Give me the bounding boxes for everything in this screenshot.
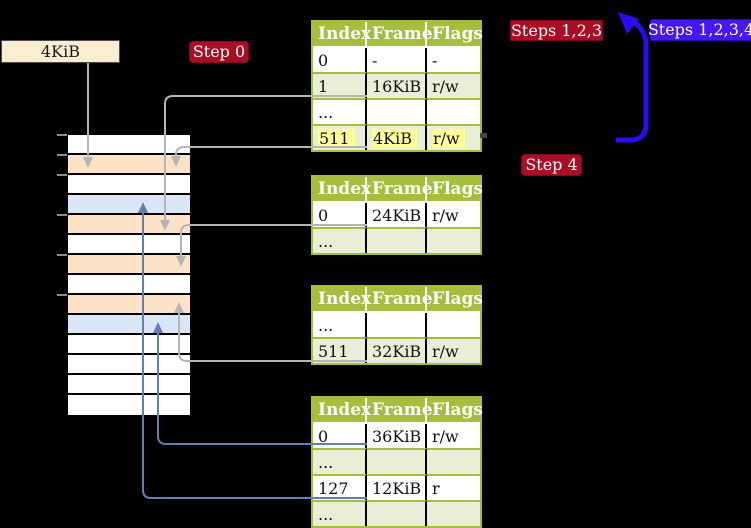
steps-loop-arrow bbox=[616, 20, 649, 143]
table-cell: - bbox=[367, 48, 427, 72]
table-cell: r/w bbox=[427, 72, 480, 98]
table-cell: r/w bbox=[432, 205, 459, 225]
memory-frame-cell-white bbox=[68, 355, 190, 375]
memory-frame-cell-white bbox=[68, 235, 190, 255]
memory-frame-cell-peach bbox=[68, 155, 190, 175]
column-header: Index bbox=[313, 22, 371, 48]
memory-frame-cell-peach bbox=[68, 295, 190, 315]
column-header: Flags bbox=[427, 287, 483, 313]
table-cell: r/w bbox=[427, 124, 480, 150]
table-row: ... bbox=[313, 448, 480, 474]
steps-1234-label: Steps 1,2,3,4 bbox=[647, 19, 751, 41]
table-cell bbox=[427, 313, 480, 337]
column-header: Frame bbox=[367, 287, 433, 313]
table-cell: 24KiB bbox=[367, 203, 427, 227]
table-cell bbox=[367, 227, 427, 253]
memory-frame-cell-white bbox=[68, 375, 190, 395]
memory-frame-cell-peach bbox=[68, 255, 190, 275]
table-cell: 127 bbox=[313, 474, 367, 500]
table-cell: r/w bbox=[432, 426, 459, 446]
table-cell: ... bbox=[313, 227, 367, 253]
table-cell bbox=[367, 98, 427, 124]
table-row: ... bbox=[313, 98, 480, 124]
table-cell bbox=[367, 313, 427, 337]
memory-frame-cell-peach bbox=[68, 215, 190, 235]
table-cell: 4KiB bbox=[367, 124, 427, 150]
column-header: Index bbox=[313, 398, 371, 424]
table-cell: 511 bbox=[313, 124, 367, 150]
table-cell: 0 bbox=[313, 48, 367, 72]
table-row: ... bbox=[313, 313, 480, 337]
steps-123-label: Steps 1,2,3 bbox=[510, 20, 603, 41]
column-header: Flags bbox=[427, 177, 483, 203]
table-cell: r bbox=[427, 474, 480, 500]
table-cell bbox=[427, 448, 480, 474]
table-cell bbox=[427, 500, 480, 526]
table-cell: ... bbox=[313, 98, 367, 124]
column-header: Flags bbox=[427, 22, 483, 48]
table-cell: 12KiB bbox=[367, 474, 427, 500]
table-cell bbox=[367, 448, 427, 474]
table-cell bbox=[367, 500, 427, 526]
steps-loop-arrowhead-icon bbox=[618, 12, 639, 34]
step-0-label: Step 0 bbox=[189, 41, 249, 63]
table-cell: - bbox=[432, 50, 438, 70]
memory-frame-cell-blue bbox=[68, 315, 190, 335]
column-header: Frame bbox=[367, 177, 433, 203]
memory-frame-cell-white bbox=[68, 395, 190, 415]
table-cell bbox=[427, 98, 480, 124]
table-cell: 1 bbox=[313, 72, 367, 98]
table-cell: 511 bbox=[313, 337, 367, 363]
table-cell: 0 bbox=[313, 203, 367, 227]
column-header: Index bbox=[313, 177, 371, 203]
column-header: Frame bbox=[367, 398, 433, 424]
highlighted-value: r/w bbox=[432, 128, 465, 148]
table-cell: 16KiB bbox=[367, 72, 427, 98]
table-cell: ... bbox=[313, 313, 367, 337]
table-cell: ... bbox=[313, 448, 367, 474]
address-tick-marks bbox=[57, 134, 67, 296]
column-header: Index bbox=[313, 287, 371, 313]
table-cell: 36KiB bbox=[367, 424, 427, 448]
column-header: Flags bbox=[427, 398, 483, 424]
highlighted-value: 4KiB bbox=[372, 128, 418, 148]
memory-frame-cell-white bbox=[68, 175, 190, 195]
table-cell: r/w bbox=[427, 337, 480, 363]
frame-size-label: 4KiB bbox=[1, 40, 120, 63]
table-row: ... bbox=[313, 227, 480, 253]
memory-frame-cell-blue bbox=[68, 195, 190, 215]
memory-column bbox=[68, 135, 190, 415]
memory-frame-cell-white bbox=[68, 135, 190, 155]
highlighted-value: 511 bbox=[318, 128, 355, 148]
memory-frame-cell-white bbox=[68, 335, 190, 355]
step-4-label: Step 4 bbox=[521, 154, 582, 176]
column-header: Frame bbox=[367, 22, 433, 48]
table-row: ... bbox=[313, 500, 480, 526]
table-row: 511 4KiB r/w bbox=[313, 124, 480, 150]
table-cell bbox=[427, 227, 480, 253]
table-cell: ... bbox=[313, 500, 367, 526]
table-cell: 0 bbox=[313, 424, 367, 448]
memory-frame-cell-white bbox=[68, 275, 190, 295]
table-row: 0-- bbox=[313, 48, 480, 72]
table-cell: 32KiB bbox=[367, 337, 427, 363]
